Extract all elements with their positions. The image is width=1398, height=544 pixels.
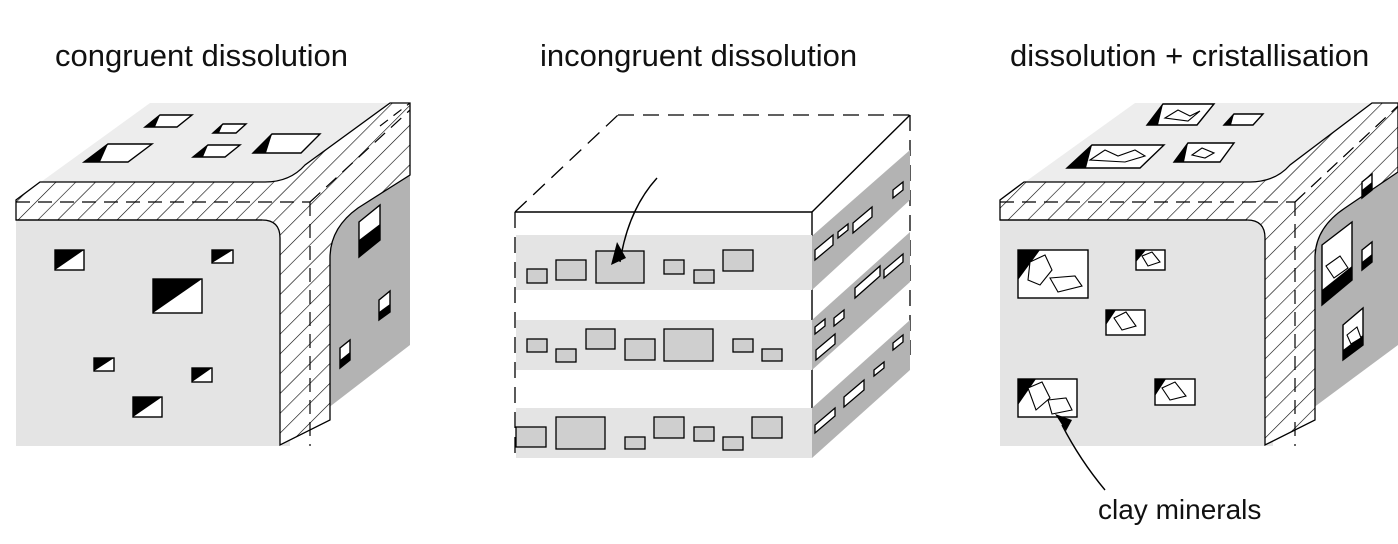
crystal-pits-right: [1321, 172, 1373, 362]
dissolution-pits-right: [339, 203, 391, 370]
panel-title-crystallisation: dissolution + cristallisation: [1010, 38, 1370, 73]
gel-lenses-right: [814, 180, 904, 435]
altered-rim: [999, 102, 1398, 447]
altered-rim: [15, 102, 411, 447]
gel-lenses-front: [515, 249, 783, 451]
dissolution-pits-top: [81, 114, 322, 163]
cube-incongruent: [514, 114, 911, 458]
crystal-pits-top: [1065, 103, 1265, 169]
dissolution-pits-front: [54, 249, 234, 418]
panel-title-congruent: congruent dissolution: [55, 38, 348, 73]
crystal-pits-front: [1017, 249, 1196, 418]
cube-crystallisation: [999, 102, 1398, 491]
panel-title-incongruent: incongruent dissolution: [540, 38, 858, 73]
cube-top-face: [515, 115, 910, 212]
clay-minerals-arrow: [1061, 424, 1106, 491]
label-clay-minerals: clay minerals: [1098, 494, 1262, 525]
cube-congruent: [15, 102, 411, 447]
